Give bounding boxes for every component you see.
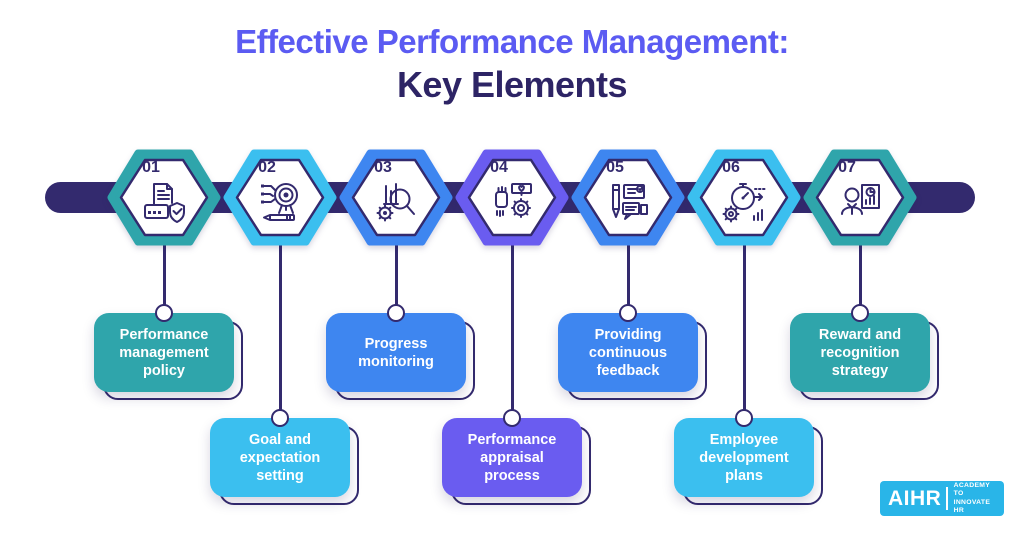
box-label: Reward and recognition strategy [790,313,930,392]
connector-dot [155,304,173,322]
hexagon-shape [803,149,917,246]
connector-line-01 [163,240,166,318]
timeline-node-04: 04 [455,149,569,246]
logo-tagline: ACADEMY TO INNOVATE HR [953,481,991,515]
aihr-logo-text: AIHR [888,486,942,510]
connector-line-03 [395,240,398,318]
label-box-performance-appraisal-process: Performance appraisal process [442,409,592,506]
connector-dot [503,409,521,427]
timeline-node-06: 06 [687,149,801,246]
label-box-reward-and-recognition-strategy: Reward and recognition strategy [790,304,940,401]
connector-dot [387,304,405,322]
label-box-goal-and-expectation-setting: Goal and expectation setting [210,409,360,506]
hexagon-shape [107,149,221,246]
box-label: Performance management policy [94,313,234,392]
timeline-node-02: 02 [223,149,337,246]
connector-line-05 [627,240,630,318]
step-number: 03 [374,159,392,176]
step-number: 06 [722,159,740,176]
connector-dot [271,409,289,427]
step-number: 04 [490,159,508,176]
timeline-node-07: 07 [803,149,917,246]
connector-dot [619,304,637,322]
label-box-providing-continuous-feedback: Providing continuous feedback [558,304,708,401]
connector-line-07 [859,240,862,318]
timeline-node-01: 01 [107,149,221,246]
box-label: Goal and expectation setting [210,418,350,497]
box-label: Performance appraisal process [442,418,582,497]
step-number: 07 [838,159,856,176]
connector-dot [851,304,869,322]
logo-divider [946,487,948,510]
connector-line-06 [743,240,746,423]
timeline-node-03: 03 [339,149,453,246]
progress-monitoring-icon [376,183,415,222]
box-label: Providing continuous feedback [558,313,698,392]
appraisal-hand-gear-icon [495,183,532,218]
title-line1: Effective Performance Management: [235,23,789,60]
box-label: Employee development plans [674,418,814,497]
connector-line-02 [279,240,282,423]
step-number: 02 [258,159,276,176]
aihr-logo: AIHR ACADEMY TO INNOVATE HR [880,481,1004,516]
timeline-node-05: 05 [571,149,685,246]
label-box-progress-monitoring: Progress monitoring [326,304,476,401]
box-label: Progress monitoring [326,313,466,392]
label-box-employee-development-plans: Employee development plans [674,409,824,506]
step-number: 05 [606,159,624,176]
reward-presenter-icon [841,184,880,215]
page-title: Effective Performance Management: Key El… [0,22,1024,108]
hexagon-shape [455,149,569,246]
goal-target-icon [261,183,298,221]
feedback-pen-icon [612,184,648,220]
title-line2: Key Elements [396,64,628,105]
label-box-performance-management-policy: Performance management policy [94,304,244,401]
connector-dot [735,409,753,427]
step-number: 01 [142,159,160,176]
connector-line-04 [511,240,514,423]
development-stopwatch-icon [722,183,766,223]
policy-document-icon [144,183,185,223]
